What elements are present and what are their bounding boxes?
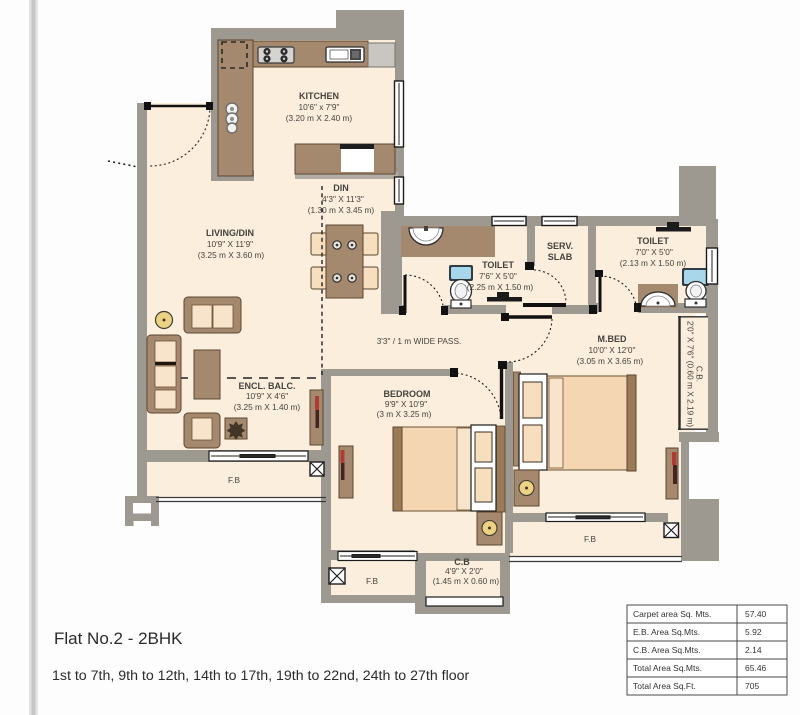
- svg-text:C.B. Area Sq.Mts.: C.B. Area Sq.Mts.: [633, 645, 701, 655]
- svg-text:705: 705: [745, 681, 759, 691]
- svg-text:10'9" X 4'6": 10'9" X 4'6": [246, 391, 288, 401]
- svg-text:TOILET: TOILET: [482, 260, 514, 270]
- svg-text:(2.25 m X 1.50 m): (2.25 m X 1.50 m): [467, 282, 534, 292]
- svg-text:10'9" X 11'9": 10'9" X 11'9": [207, 239, 253, 249]
- svg-text:ENCL. BALC.: ENCL. BALC.: [239, 381, 296, 391]
- svg-text:10'0" X 12'0": 10'0" X 12'0": [589, 345, 636, 355]
- svg-text:(1.45 m X 0.60 m): (1.45 m X 0.60 m): [433, 576, 500, 586]
- svg-text:C.B.: C.B.: [695, 366, 705, 382]
- svg-text:Total Area Sq.Ft.: Total Area Sq.Ft.: [633, 681, 696, 691]
- svg-text:4'9" X 2'0": 4'9" X 2'0": [445, 566, 483, 576]
- svg-text:7'0" X 5'0": 7'0" X 5'0": [635, 247, 673, 257]
- svg-text:4'3" X 11'3": 4'3" X 11'3": [322, 194, 364, 204]
- svg-text:(1.30 m X 3.45 m): (1.30 m X 3.45 m): [308, 205, 375, 215]
- svg-text:F.B: F.B: [228, 475, 240, 485]
- svg-text:Carpet area Sq. Mts.: Carpet area Sq. Mts.: [633, 609, 711, 619]
- svg-text:(3.25 m X 1.40 m): (3.25 m X 1.40 m): [234, 402, 301, 412]
- svg-text:65.46: 65.46: [745, 663, 767, 673]
- svg-text:C.B: C.B: [454, 557, 470, 567]
- svg-text:57.40: 57.40: [745, 609, 767, 619]
- svg-text:M.BED: M.BED: [598, 334, 628, 344]
- svg-text:TOILET: TOILET: [637, 236, 669, 246]
- svg-text:BEDROOM: BEDROOM: [384, 389, 431, 399]
- svg-text:(3 m X 3.25 m): (3 m X 3.25 m): [377, 409, 432, 419]
- svg-text:1st to 7th, 9th to 12th, 14th: 1st to 7th, 9th to 12th, 14th to 17th, 1…: [52, 668, 470, 684]
- svg-text:(3.05 m X 3.65 m): (3.05 m X 3.65 m): [577, 356, 644, 366]
- svg-text:3'3" / 1 m WIDE PASS.: 3'3" / 1 m WIDE PASS.: [377, 336, 462, 346]
- svg-text:LIVING/DIN: LIVING/DIN: [206, 228, 254, 238]
- svg-text:DIN: DIN: [333, 183, 349, 193]
- svg-text:10'6" x 7'9": 10'6" x 7'9": [299, 102, 340, 112]
- svg-text:Flat No.2 - 2BHK: Flat No.2 - 2BHK: [54, 629, 183, 648]
- svg-text:2.14: 2.14: [745, 645, 762, 655]
- svg-text:F.B: F.B: [366, 576, 378, 586]
- svg-text:5.92: 5.92: [745, 627, 762, 637]
- svg-text:Total Area Sq.Mts.: Total Area Sq.Mts.: [633, 663, 702, 673]
- svg-text:SLAB: SLAB: [548, 252, 573, 262]
- svg-text:SERV.: SERV.: [547, 241, 573, 251]
- svg-text:7'6" X 5'0": 7'6" X 5'0": [479, 271, 517, 281]
- svg-text:(3.20 m X 2.40 m): (3.20 m X 2.40 m): [286, 113, 353, 123]
- svg-text:9'9" X 10'9": 9'9" X 10'9": [385, 399, 427, 409]
- svg-text:F.B: F.B: [584, 534, 596, 544]
- svg-text:E.B. Area Sq.Mts.: E.B. Area Sq.Mts.: [633, 627, 700, 637]
- svg-text:2'0" X 7'6" (0.60 m X 2.19 m): 2'0" X 7'6" (0.60 m X 2.19 m): [686, 321, 696, 428]
- svg-text:(3.25 m X 3.60 m): (3.25 m X 3.60 m): [198, 250, 265, 260]
- svg-text:KITCHEN: KITCHEN: [299, 91, 339, 101]
- svg-text:(2.13 m X 1.50 m): (2.13 m X 1.50 m): [620, 258, 687, 268]
